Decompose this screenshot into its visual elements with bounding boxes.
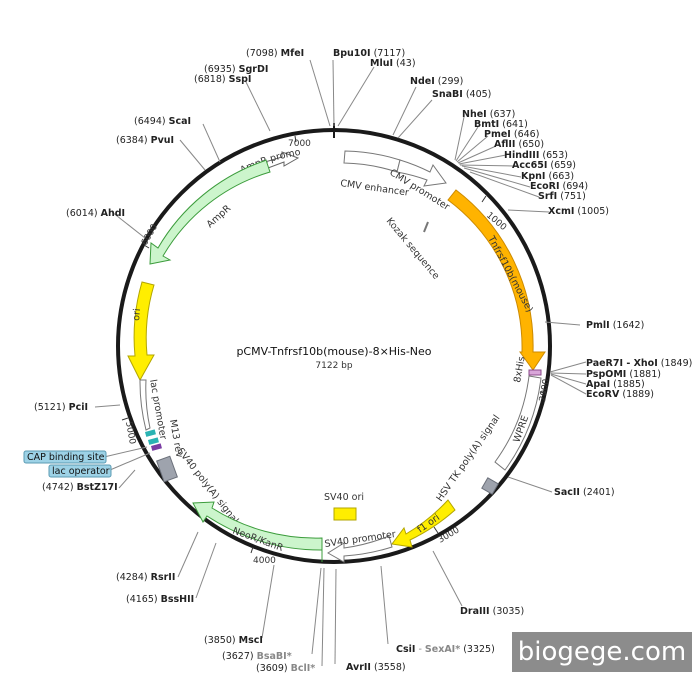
m13-rev-marker — [145, 429, 156, 437]
site-leaders — [94, 59, 587, 667]
site-bcli: (3609) BclI* — [256, 663, 315, 674]
tick-label-2000: 2000 — [538, 378, 552, 403]
site-sacii: SacII (2401) — [554, 487, 615, 498]
site-msci: (3850) MscI — [204, 635, 263, 646]
tick-label-6000: 6000 — [140, 222, 160, 247]
site-csii-sexai: CsiI - SexAI* (3325) — [396, 644, 495, 655]
ori-feature: ori — [127, 281, 155, 382]
sv40-ori-feature — [333, 507, 357, 521]
site-aflii: AflII (650) — [494, 139, 544, 150]
site-bpu10i: Bpu10I (7117) — [333, 48, 405, 59]
site-nhei: NheI (637) — [462, 109, 515, 120]
plasmid-size: 7122 bp — [315, 361, 352, 371]
cap-site-leader — [103, 446, 148, 458]
watermark-logo: biogege.com — [512, 632, 692, 672]
restriction-sites: (7098) MfeI Bpu10I (7117) MluI (43) (693… — [34, 48, 692, 674]
site-apai: ApaI (1885) — [586, 379, 645, 390]
site-draiii: DraIII (3035) — [460, 606, 524, 617]
site-pmei: PmeI (646) — [484, 129, 539, 140]
tick-label-5000: 5000 — [123, 421, 137, 446]
site-mlui: MluI (43) — [370, 58, 416, 69]
ampr-promoter-label: AmpR promoter — [0, 0, 302, 176]
sv40-ori-label: SV40 ori — [324, 492, 364, 503]
ampr-promoter-feature: AmpR promoter — [0, 0, 302, 176]
site-hindiii: HindIII (653) — [504, 150, 568, 161]
his-tag-feature — [528, 369, 542, 376]
tick-label-4000: 4000 — [253, 556, 276, 566]
site-pcii: (5121) PciI — [34, 402, 88, 413]
site-bmti: BmtI (641) — [474, 119, 528, 130]
lac-promoter-feature — [139, 379, 151, 431]
site-xcmi: XcmI (1005) — [548, 206, 609, 217]
plasmid-title: pCMV-Tnfrsf10b(mouse)-8×His-Neo — [236, 345, 431, 358]
site-bsshii: (4165) BssHII — [126, 594, 194, 605]
site-mfei: (7098) MfeI — [246, 48, 304, 59]
site-kpni: KpnI (663) — [521, 171, 574, 182]
site-pspomi: PspOMI (1881) — [586, 369, 661, 380]
site-bsabi: (3627) BsaBI* — [222, 651, 292, 662]
cap-site-marker — [151, 443, 162, 451]
tick-label-7000: 7000 — [288, 139, 311, 149]
cap-site-callout-label: CAP binding site — [27, 452, 105, 463]
lac-operator-callout-label: lac operator — [52, 466, 110, 477]
site-ahdi: (6014) AhdI — [66, 208, 125, 219]
site-pvui: (6384) PvuI — [116, 135, 174, 146]
site-pmli: PmlI (1642) — [586, 320, 644, 331]
lac-operator-callout — [48, 464, 112, 478]
his-tag-label: 8xHis — [512, 356, 527, 384]
site-rsrii: (4284) RsrII — [116, 572, 175, 583]
hsv-tk-polya-feature — [481, 477, 499, 495]
site-srfi: SrfI (751) — [538, 191, 586, 202]
lac-operator-marker — [148, 437, 159, 445]
ampr-label: AmpR — [205, 203, 234, 230]
site-acc65i: Acc65I (659) — [512, 160, 576, 171]
svg-text:AmpR promoter: AmpR promoter — [0, 0, 302, 176]
site-ecorv: EcoRV (1889) — [586, 389, 654, 400]
f1-ori-label: f1 ori — [415, 512, 442, 535]
cap-site-callout — [23, 450, 107, 464]
site-sgrdi: (6935) SgrDI — [204, 64, 268, 75]
ampr-feature: AmpR — [149, 159, 271, 265]
site-bstz17i: (4742) BstZ17I — [42, 482, 118, 493]
site-snabi: SnaBI (405) — [432, 89, 491, 100]
lac-operator-leader — [109, 452, 151, 471]
site-sspi: (6818) SspI — [194, 74, 251, 85]
tick-marks — [121, 135, 547, 554]
site-paer7i-xhoi: PaeR7I - XhoI (1849) — [586, 358, 692, 369]
site-ndei: NdeI (299) — [410, 76, 463, 87]
site-ecori: EcoRI (694) — [530, 181, 588, 192]
kozak-label: Kozak sequence — [384, 216, 442, 282]
kozak-marker — [423, 221, 429, 233]
site-avrii: AvrII (3558) — [346, 662, 406, 673]
site-scai: (6494) ScaI — [134, 116, 191, 127]
ori-label: ori — [131, 308, 143, 321]
sv40-polya-feature — [156, 455, 178, 483]
